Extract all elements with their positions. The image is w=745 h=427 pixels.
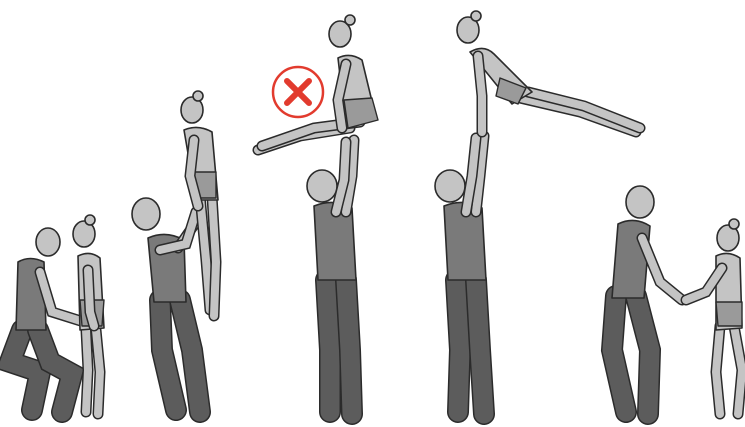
cross-icon xyxy=(273,67,323,117)
pair-end-hold xyxy=(612,186,742,414)
base-figure xyxy=(10,228,84,412)
base-figure xyxy=(132,198,200,412)
base-figure xyxy=(612,186,682,414)
pair-wrong-pike xyxy=(258,15,378,414)
flyer-figure xyxy=(457,11,640,132)
flyer-figure xyxy=(686,219,742,414)
base-figure xyxy=(307,140,356,414)
pair-squat-start xyxy=(10,215,104,414)
base-figure xyxy=(435,136,486,414)
pair-lift xyxy=(132,91,218,412)
flyer-figure xyxy=(181,91,218,316)
